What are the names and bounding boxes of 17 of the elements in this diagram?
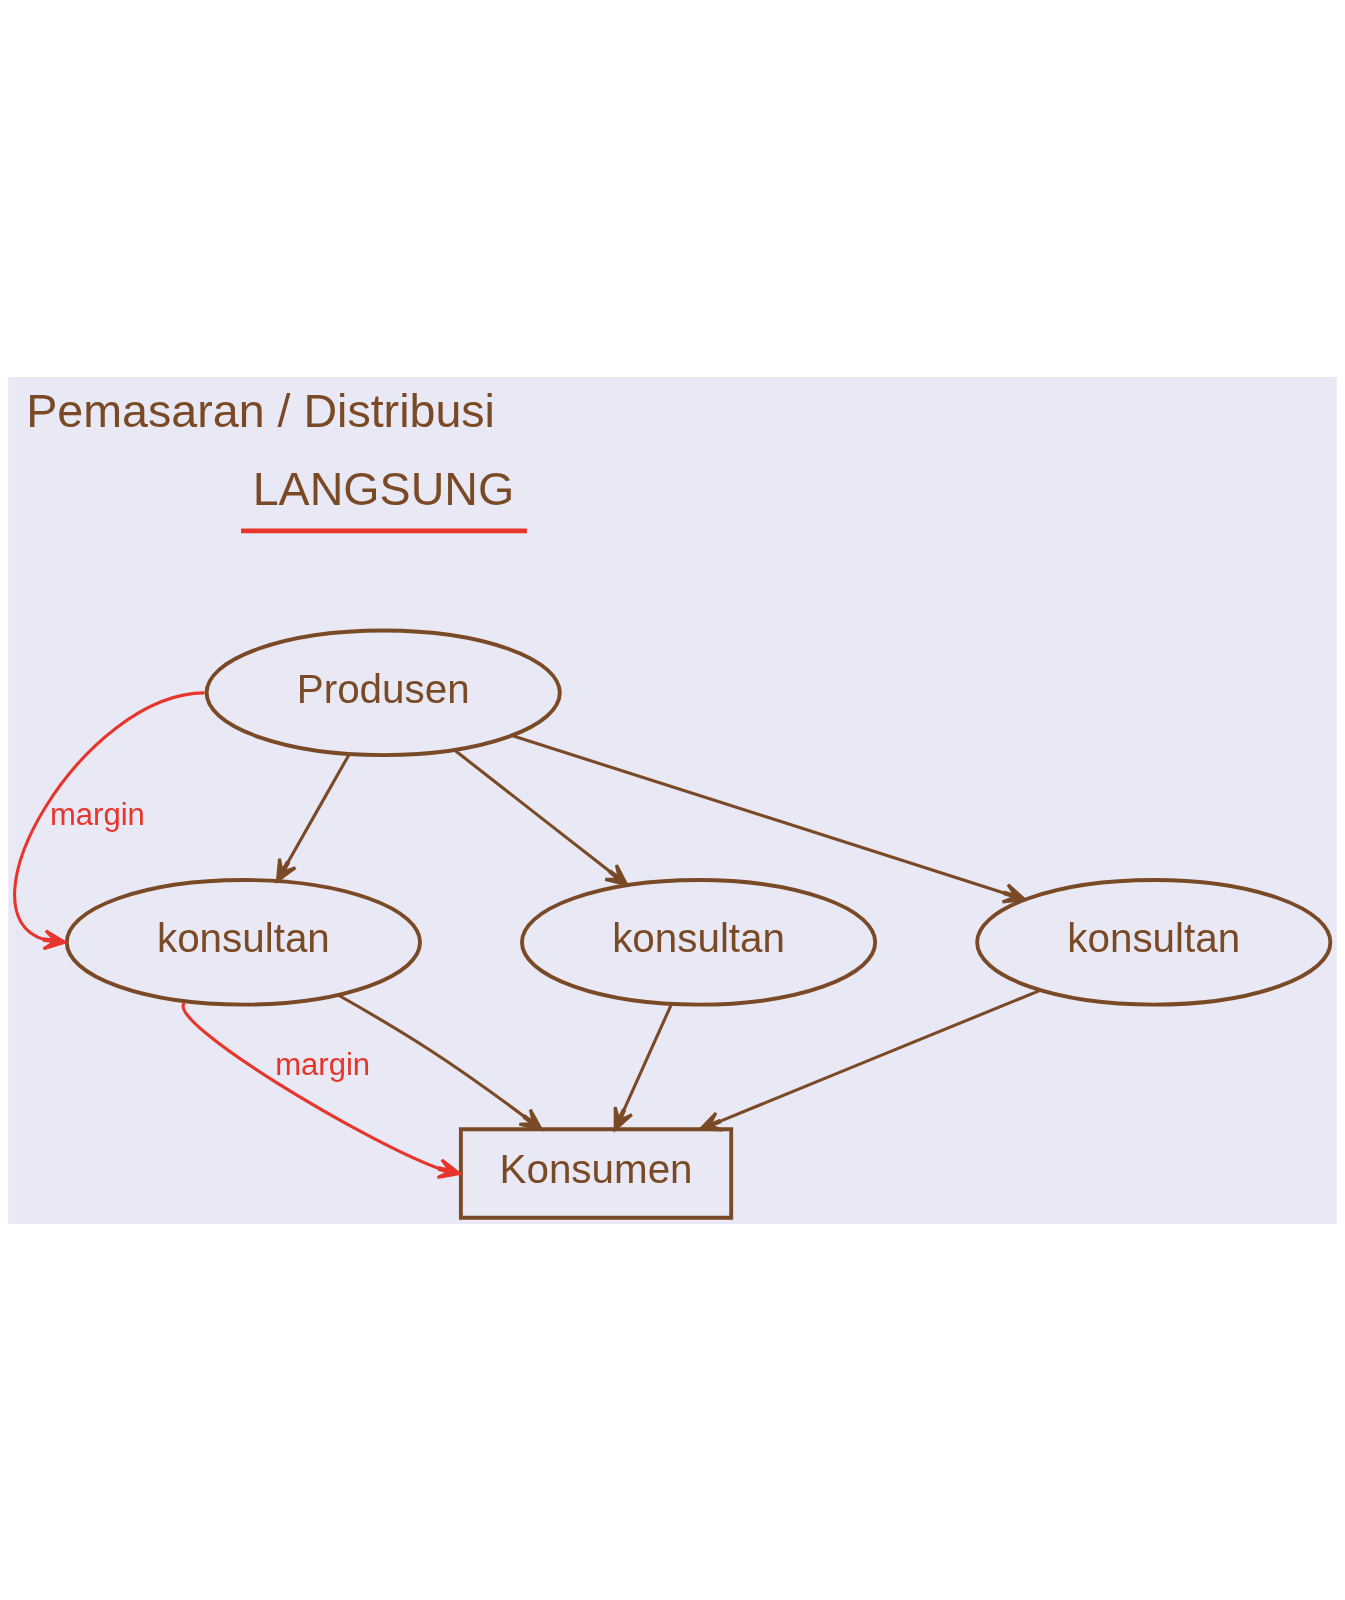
arrow <box>453 748 629 886</box>
label: LANGSUNG <box>252 462 515 515</box>
arrow <box>182 1002 461 1179</box>
arrow <box>337 993 543 1131</box>
arrow <box>275 753 351 882</box>
node-ellipse: konsultan <box>975 877 1333 1007</box>
arrow <box>512 733 1027 903</box>
diagram-title: Pemasaran / Distribusi <box>26 384 495 437</box>
node-ellipse: Produsen <box>204 628 562 757</box>
edge-label: margin <box>49 796 145 832</box>
node-ellipse: konsultan <box>64 877 422 1007</box>
arrow <box>613 1003 673 1131</box>
node-ellipse: konsultan <box>520 877 878 1007</box>
node-box: Konsumen <box>458 1126 734 1220</box>
arrow <box>13 690 205 950</box>
arrow <box>699 988 1041 1131</box>
edge-label: margin <box>275 1046 371 1082</box>
